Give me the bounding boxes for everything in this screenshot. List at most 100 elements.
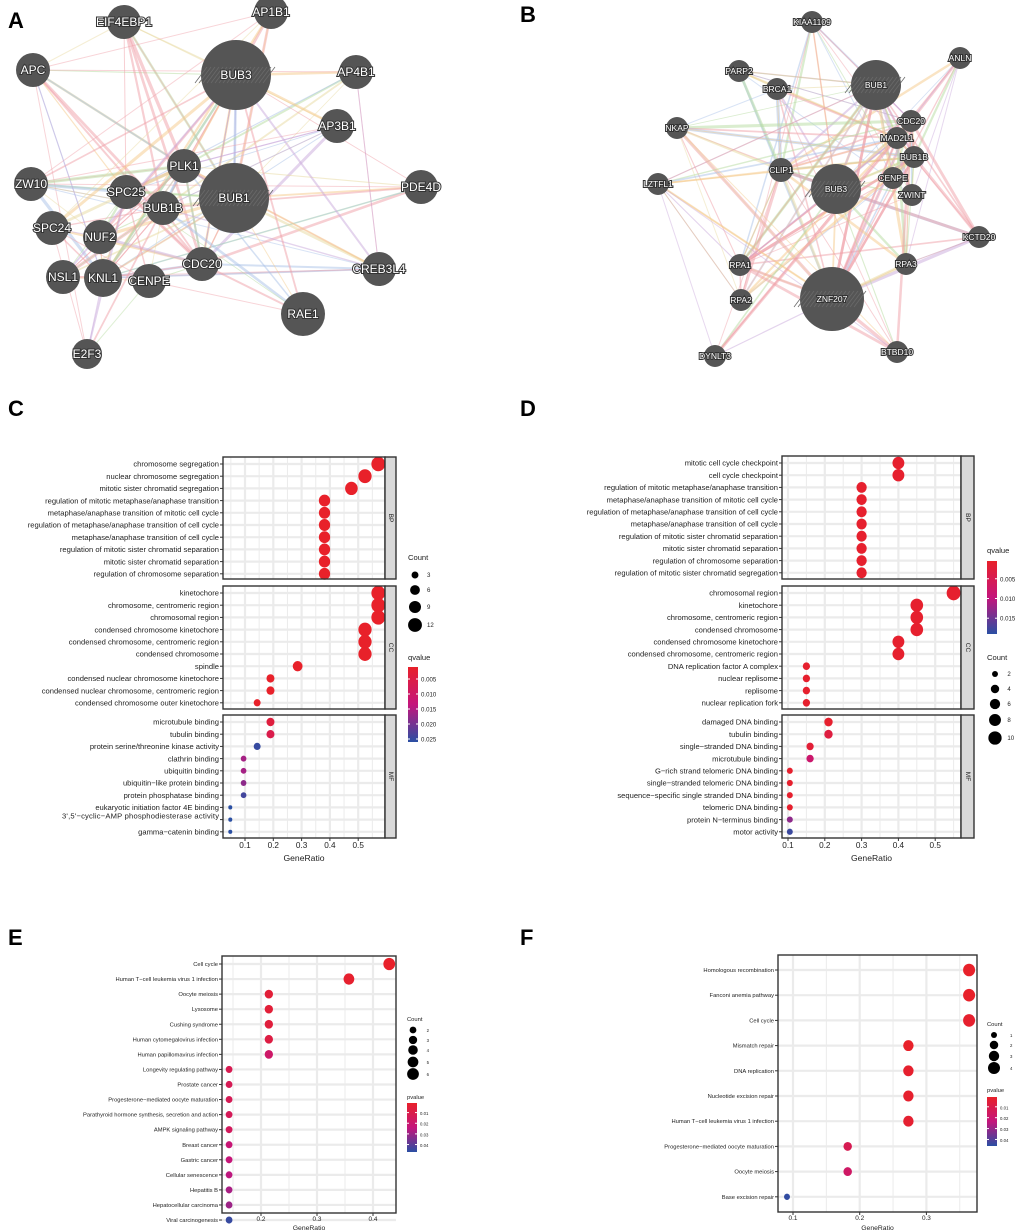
network-node[interactable]: NUF2 [83,220,117,254]
query-hatch [853,290,867,308]
node-label: APC [21,63,46,77]
network-node[interactable]: AP3B1 [317,109,357,143]
query-hatch [833,290,847,308]
term-label: Breast cancer [182,1143,218,1149]
term-label: telomeric DNA binding [703,803,778,812]
node-label: BRCA1 [763,84,792,94]
network-node[interactable]: RPA2 [729,289,753,311]
node-circle [895,253,917,275]
network-node[interactable]: RAE1 [281,292,325,336]
query-hatch [250,66,264,84]
network-node[interactable]: SPC25 [106,175,146,209]
data-point [264,1004,273,1014]
node-label: KIAA1109 [793,17,831,27]
data-point [264,1019,273,1029]
data-point [225,1080,233,1089]
network-node[interactable]: LZTFL1 [642,173,674,195]
facet-strip [384,585,397,710]
network-node[interactable]: NSL1 [46,260,80,294]
network-node[interactable]: EIF4EBP1 [95,5,153,39]
query-hatch [840,180,854,198]
data-point [318,494,331,507]
query-hatch [820,180,834,198]
node-label: BUB1B [900,152,928,162]
term-label: Prostate cancer [177,1083,218,1089]
network-node[interactable]: BUB1 [192,163,274,233]
network-node[interactable]: BUB3 [194,40,276,110]
network-node[interactable]: CLIP1 [768,158,794,182]
network-node[interactable]: KCTD20 [962,226,997,248]
network-node[interactable]: SPC24 [32,211,72,245]
network-node[interactable]: DYNLT3 [698,345,732,367]
term-label: chromosome, centromeric region [667,613,778,622]
data-point [358,622,372,637]
query-hatch [808,180,822,198]
query-hatch [852,76,866,94]
network-node[interactable]: BRCA1 [762,78,792,100]
network-node[interactable]: BUB1B [142,191,184,225]
network-node[interactable]: BUB3 [804,164,866,214]
network-node[interactable]: KIAA1109 [792,11,832,33]
network-node[interactable]: CENPE [127,264,171,298]
size-legend-title: Count [987,653,1008,662]
network-node[interactable]: AP4B1 [336,55,376,89]
query-hatch [200,189,214,207]
network-node[interactable]: BUB1B [899,146,929,168]
network-node[interactable]: PARP2 [724,60,754,82]
query-hatch [224,189,238,207]
facet-strip-label: MF [964,772,971,781]
network-node[interactable]: KNL1 [84,259,122,297]
node-label: CLIP1 [769,165,793,175]
network-node[interactable]: RPA1 [728,254,752,276]
term-label: kinetochore [739,601,778,610]
node-label: BTBD10 [881,347,913,357]
size-legend-dot [410,585,420,595]
data-point [910,610,924,625]
term-label: mitotic sister chromatid segregation [100,484,219,493]
network-node[interactable]: ANLN [948,47,972,69]
data-point [910,622,924,637]
network-node[interactable]: CREB3L4 [351,252,407,286]
size-legend-label: 6 [427,587,431,594]
network-node[interactable]: RPA3 [894,253,918,275]
network-node[interactable]: CDC20 [181,247,223,281]
network-node[interactable]: AP1B1 [251,0,291,29]
network-node[interactable]: PDE4D [400,170,442,204]
node-label: CENPE [128,274,169,288]
network-edge [102,165,185,279]
term-label: condensed chromosome kinetochore [653,637,778,646]
data-point [371,456,386,472]
color-legend-label: 0.020 [421,722,437,729]
x-tick-label: 0.5 [353,841,365,850]
network-node[interactable]: E2F3 [72,339,103,369]
network-node[interactable]: MAD2L1 [879,127,915,149]
network-node[interactable]: NKAP [664,117,690,139]
node-circle [730,289,752,311]
node-circle [254,0,288,29]
network-node[interactable]: APC [16,53,50,87]
network-node[interactable]: CDC20 [896,110,926,132]
data-point [318,519,331,531]
network-node[interactable]: ZNF207 [793,267,867,331]
term-label: motor activity [733,827,778,836]
term-label: tubulin binding [170,730,219,739]
network-node[interactable]: BUB1 [844,60,906,110]
data-point [318,555,331,568]
network-node[interactable]: ZW10 [14,167,48,201]
data-point [856,506,867,518]
network-node[interactable]: PLK1 [167,149,201,183]
data-point [856,542,867,554]
query-hatch [821,290,835,308]
x-tick-label: 0.3 [296,841,308,850]
network-edge [657,183,833,300]
query-hatch [194,66,208,84]
data-point [903,1090,914,1102]
data-point [292,661,303,672]
network-edge [30,74,237,185]
network-node[interactable]: ZWINT [898,184,926,206]
network-node[interactable]: CENPE [877,167,909,189]
network-node[interactable]: BTBD10 [880,341,914,363]
term-label: damaged DNA binding [702,718,778,727]
